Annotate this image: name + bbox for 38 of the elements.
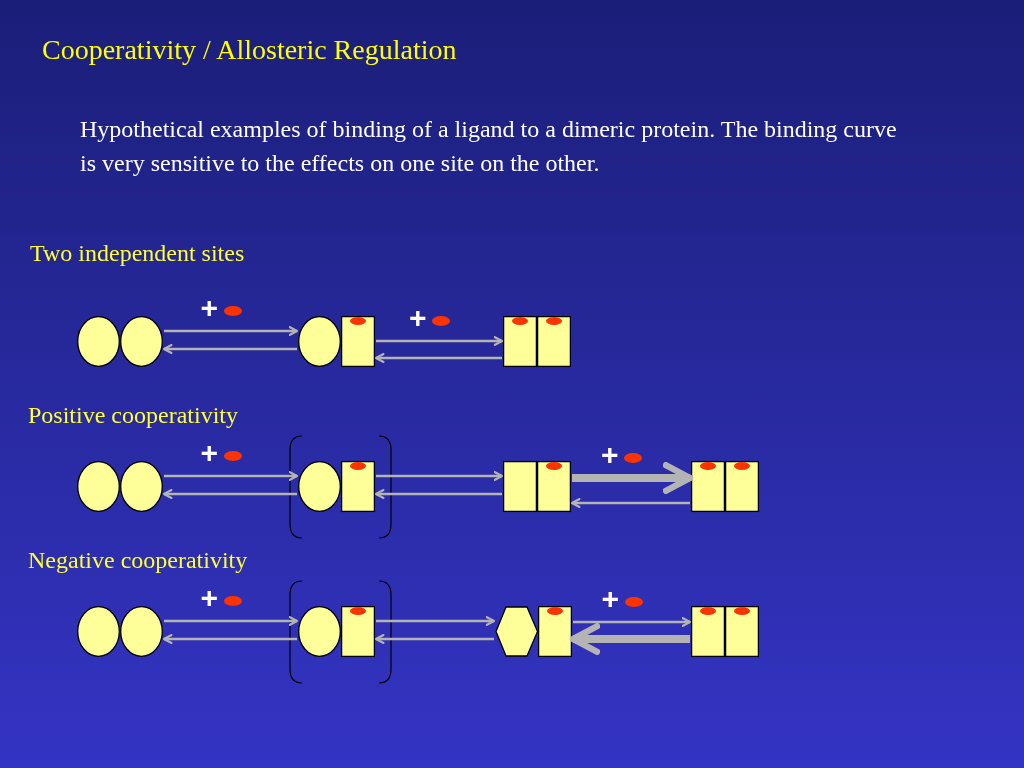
row-heading: Positive cooperativity [28,402,238,429]
arrow [376,336,503,346]
protein-dimer-drawing [691,461,759,512]
edge-label: + [409,303,427,333]
arrow [569,623,690,655]
arrow [163,344,297,354]
arrow [376,616,495,626]
protein-dimer-drawing [298,316,375,367]
arrow [571,498,690,508]
arrow [164,326,298,336]
protein-dimer-drawing [298,461,375,512]
protein-dimer-drawing [503,461,571,512]
arrow [163,634,297,644]
protein-dimer-drawing [503,316,571,367]
protein-dimer-drawing [77,316,163,367]
arrow [375,353,502,363]
slide-title: Cooperativity / Allosteric Regulation [42,34,457,66]
edge-label: + [601,584,620,614]
arrow [163,489,297,499]
row-heading: Two independent sites [30,240,245,267]
edge-label: + [200,293,219,323]
arrow [164,616,298,626]
arrow [573,617,691,627]
protein-dimer-drawing [77,606,163,657]
protein-dimer-drawing [77,461,163,512]
arrow [376,471,503,481]
protein-dimer-drawing [298,606,375,657]
edge-label: + [601,440,619,470]
protein-dimer-drawing [495,606,572,657]
edge-label: + [200,438,219,468]
protein-dimer-drawing [691,606,759,657]
edge-label: + [200,583,219,613]
arrow [572,462,694,494]
arrow [375,489,502,499]
row-heading: Negative cooperativity [28,547,248,574]
arrow [375,634,494,644]
paragraph: Hypothetical examples of binding of a ligand to a dimeric protein. The binding curve is very sensitive to the effects on one site on the other. [80,115,898,178]
arrow [164,471,298,481]
